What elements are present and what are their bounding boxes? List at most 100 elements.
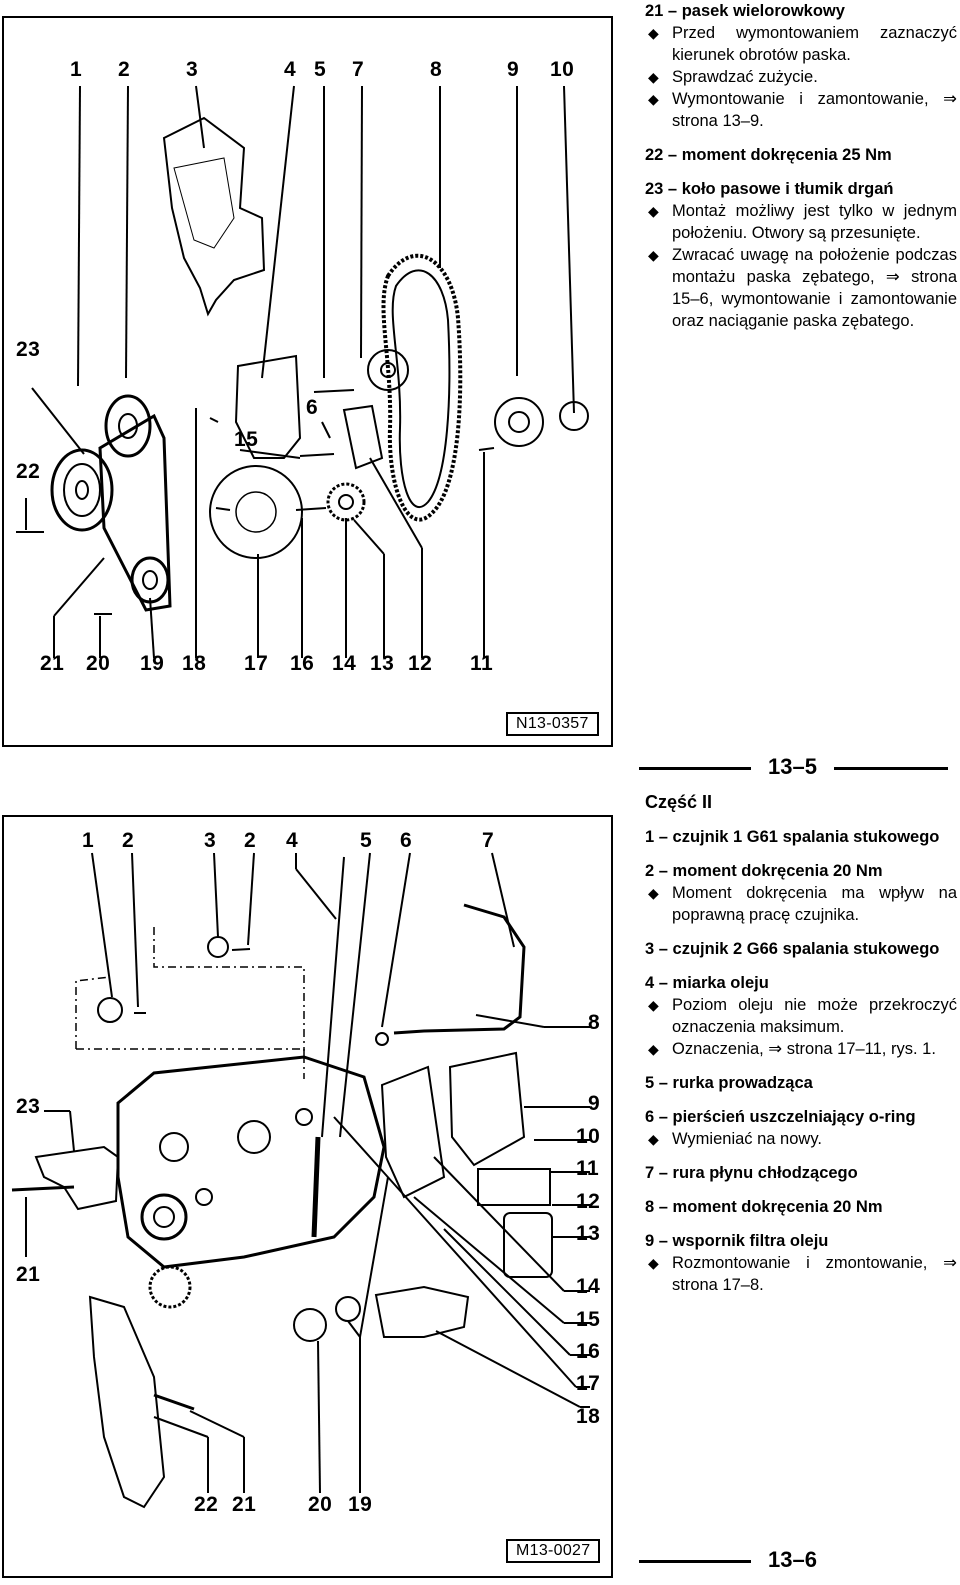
parts-list-entry: 6 – pierścień uszczelniający o-ring ◆Wymi… xyxy=(645,1106,957,1150)
bullet-text: Poziom oleju nie może przekroczyć oznacz… xyxy=(672,996,957,1036)
callout-15: 15 xyxy=(234,428,259,451)
entry-title: 7 – rura płynu chłodzącego xyxy=(645,1164,858,1182)
entry-title: 4 – miarka oleju xyxy=(645,974,769,992)
callout-9: 9 xyxy=(588,1092,601,1115)
parts-list-entry: 1 – czujnik 1 G61 spalania stukowego xyxy=(645,826,957,848)
bullet-text: Montaż możliwy jest tylko w jednym położ… xyxy=(672,202,957,242)
parts-list-top: 21 – pasek wielorowkowy ◆ Przed wymontowan… xyxy=(645,0,957,344)
timing-belt-exploded-diagram: 1 2 3 4 5 7 8 9 10 23 22 6 15 21 20 19 1… xyxy=(2,16,613,747)
callout-19: 19 xyxy=(140,652,165,675)
parts-list-entry: 3 – czujnik 2 G66 spalania stukowego xyxy=(645,938,957,960)
callout-6: 6 xyxy=(400,829,413,852)
callout-3: 3 xyxy=(204,829,217,852)
callout-21: 21 xyxy=(40,652,65,675)
bullet-text: Zwracać uwagę na położenie podczas monta… xyxy=(672,246,957,330)
page-rule-right-top xyxy=(834,767,948,770)
callout-14: 14 xyxy=(576,1275,601,1298)
timing-belt-drawing xyxy=(16,85,589,659)
callout-5: 5 xyxy=(314,58,327,81)
entry-title: 22 – moment dokręcenia 25 Nm xyxy=(645,146,892,164)
bullet-item: ◆Rozmontowanie i zmontowanie, ⇒ strona 1… xyxy=(645,1252,957,1296)
entry-title: 6 – pierścień uszczelniający o-ring xyxy=(645,1108,916,1126)
bullet-item: ◆ Zwracać uwagę na położenie podczas mont… xyxy=(645,244,957,332)
callout-11: 11 xyxy=(576,1157,600,1180)
diamond-bullet-icon: ◆ xyxy=(648,997,659,1013)
diamond-bullet-icon: ◆ xyxy=(648,247,659,263)
bullet-text: Moment dokręcenia ma wpływ na poprawną p… xyxy=(672,884,957,924)
callout-12: 12 xyxy=(408,652,433,675)
callout-9: 9 xyxy=(507,58,520,81)
page-number-top: 13–5 xyxy=(768,754,817,779)
callout-14: 14 xyxy=(332,652,357,675)
callout-23: 23 xyxy=(16,1095,41,1118)
parts-list-entry: 9 – wspornik filtra oleju ◆Rozmontowanie … xyxy=(645,1230,957,1296)
diamond-bullet-icon: ◆ xyxy=(648,1255,659,1271)
entry-title: 1 – czujnik 1 G61 spalania stukowego xyxy=(645,828,940,846)
callout-13: 13 xyxy=(370,652,395,675)
callout-5: 5 xyxy=(360,829,373,852)
callout-15: 15 xyxy=(576,1308,601,1331)
bullet-item: ◆ Przed wymontowaniem zaznaczyć kierunek … xyxy=(645,22,957,66)
parts-list-entry: 4 – miarka oleju ◆ Poziom oleju nie może p… xyxy=(645,972,957,1060)
callout-2b: 2 xyxy=(244,829,257,852)
engine-block-drawing xyxy=(11,852,590,1509)
bullet-text: Sprawdzać zużycie. xyxy=(672,68,818,86)
entry-title: 9 – wspornik filtra oleju xyxy=(645,1232,829,1250)
page-rule-left-bottom xyxy=(639,1560,751,1563)
bullet-text: Przed wymontowaniem zaznaczyć kierunek o… xyxy=(672,24,957,64)
callout-3: 3 xyxy=(186,58,199,81)
callout-12: 12 xyxy=(576,1190,601,1213)
bullet-text: Oznaczenia, ⇒ strona 17–11, rys. 1. xyxy=(672,1040,936,1058)
callout-17: 17 xyxy=(244,652,269,675)
diamond-bullet-icon: ◆ xyxy=(648,885,659,901)
section-title: Część II xyxy=(645,792,713,812)
callout-4: 4 xyxy=(286,829,299,852)
callout-22: 22 xyxy=(16,460,41,483)
callout-2: 2 xyxy=(122,829,135,852)
bullet-item: ◆Wymieniać na nowy. xyxy=(645,1128,957,1150)
parts-list-entry: 2 – moment dokręcenia 20 Nm ◆ Moment dokrę… xyxy=(645,860,957,926)
parts-list-bottom: 1 – czujnik 1 G61 spalania stukowego 2 – … xyxy=(645,826,957,1308)
callout-7: 7 xyxy=(352,58,365,81)
callout-6: 6 xyxy=(306,396,319,419)
callout-1: 1 xyxy=(70,58,83,81)
callout-22: 22 xyxy=(194,1493,219,1516)
parts-list-entry: 5 – rurka prowadząca xyxy=(645,1072,957,1094)
parts-list-entry: 23 – koło pasowe i tłumik drgań◆Montaż m… xyxy=(645,178,957,332)
bullet-item: ◆ Sprawdzać zużycie. xyxy=(645,66,957,88)
callout-21: 21 xyxy=(16,1263,41,1286)
entry-title: 5 – rurka prowadząca xyxy=(645,1074,813,1092)
diamond-bullet-icon: ◆ xyxy=(648,91,659,107)
diamond-bullet-icon: ◆ xyxy=(648,69,659,85)
bullet-item: ◆ Moment dokręcenia ma wpływ na poprawną … xyxy=(645,882,957,926)
callout-4: 4 xyxy=(284,58,297,81)
parts-list-entry: 7 – rura płynu chłodzącego xyxy=(645,1162,957,1184)
entry-title: 21 – pasek wielorowkowy xyxy=(645,2,845,20)
callout-13: 13 xyxy=(576,1222,601,1245)
callout-7: 7 xyxy=(482,829,495,852)
engine-block-exploded-diagram: 1 2 3 2 4 5 6 7 23 21 8 9 10 11 12 13 14… xyxy=(2,815,613,1578)
bullet-item: ◆Montaż możliwy jest tylko w jednym poło… xyxy=(645,200,957,244)
entry-title: 2 – moment dokręcenia 20 Nm xyxy=(645,862,883,880)
callout-20: 20 xyxy=(308,1493,333,1516)
parts-list-entry: 8 – moment dokręcenia 20 Nm xyxy=(645,1196,957,1218)
callout-1: 1 xyxy=(82,829,95,852)
callout-11: 11 xyxy=(470,652,494,675)
bullet-item: ◆Oznaczenia, ⇒ strona 17–11, rys. 1. xyxy=(645,1038,957,1060)
callout-21b: 21 xyxy=(232,1493,257,1516)
diamond-bullet-icon: ◆ xyxy=(648,1131,659,1147)
bullet-item: ◆ Wymontowanie i zamontowanie, ⇒ strona 1… xyxy=(645,88,957,132)
callout-8: 8 xyxy=(588,1011,601,1034)
diamond-bullet-icon: ◆ xyxy=(648,25,659,41)
figure-reference-code: N13-0357 xyxy=(506,712,599,736)
callout-17: 17 xyxy=(576,1372,601,1395)
bullet-text: Wymontowanie i zamontowanie, ⇒ strona 13… xyxy=(672,90,957,130)
callout-2: 2 xyxy=(118,58,131,81)
bullet-item: ◆ Poziom oleju nie może przekroczyć oznac… xyxy=(645,994,957,1038)
figure-reference-code: M13-0027 xyxy=(506,1539,601,1563)
callout-19: 19 xyxy=(348,1493,373,1516)
callout-8: 8 xyxy=(430,58,443,81)
callout-10: 10 xyxy=(576,1125,601,1148)
entry-title: 8 – moment dokręcenia 20 Nm xyxy=(645,1198,883,1216)
callout-18: 18 xyxy=(182,652,207,675)
